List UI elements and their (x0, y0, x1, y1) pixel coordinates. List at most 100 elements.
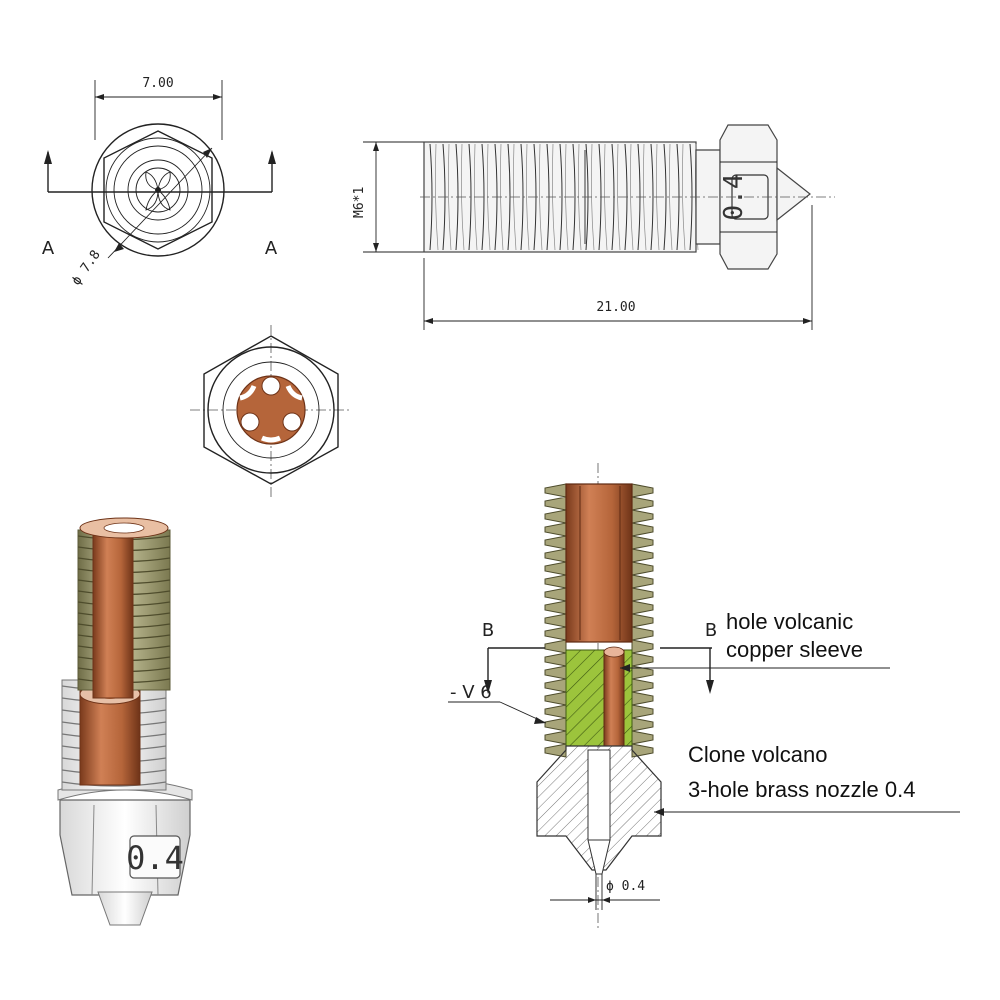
arrow-head (588, 897, 596, 903)
thread-crest (559, 143, 563, 251)
arrow-head (213, 94, 222, 100)
section-view: ϕ 0.4 B B - V 6 hole volcanic copper sle… (448, 463, 960, 930)
section-label-b-right: B (705, 620, 717, 641)
section-label-a-left: A (42, 238, 55, 259)
thread-crest (494, 143, 498, 251)
thread-crest (663, 143, 667, 251)
dim-diameter: ϕ 7.8 (69, 248, 104, 289)
thread-root (629, 143, 634, 251)
thread-root (564, 143, 569, 251)
render-bore (103, 522, 145, 534)
thread-crest (585, 143, 589, 251)
render-copper-sleeve (79, 689, 141, 786)
thread-root (447, 143, 452, 251)
arrow-head (44, 150, 52, 164)
render-3d: 0.4 (57, 517, 193, 926)
render-tip (97, 891, 153, 926)
section-threads-right (631, 483, 654, 758)
thread-crest (442, 143, 446, 251)
thread-profile (631, 483, 654, 758)
thread-crest (429, 143, 433, 251)
side-view: M6*1 0.4 21.00 (352, 124, 835, 330)
three-hole-pattern (145, 171, 171, 211)
thread-root (681, 143, 686, 251)
thread-crest (455, 143, 459, 251)
thread-profile (544, 483, 567, 758)
flange-circle (91, 123, 225, 257)
section-threads-left (544, 483, 567, 758)
thread-crest (520, 143, 524, 251)
thread-crest (61, 781, 167, 787)
melt-chamber (587, 749, 611, 841)
thread-root (590, 143, 595, 251)
upper-copper-core (565, 483, 633, 643)
thread-crest (676, 143, 680, 251)
dim-orifice: ϕ 0.4 (606, 879, 645, 894)
render-upper-copper (92, 527, 134, 699)
end-view: 7.00 A A ϕ 7.8 (42, 76, 278, 288)
hole-1 (261, 376, 281, 396)
hole-3 (282, 412, 302, 432)
thread-root (668, 143, 673, 251)
thread-root (460, 143, 465, 251)
thread-root (603, 143, 608, 251)
dim-length: 21.00 (596, 300, 635, 315)
callout-nozzle-line2: 3-hole brass nozzle 0.4 (688, 777, 915, 802)
thread-root (655, 143, 660, 251)
dim-hex-width: 7.00 (142, 76, 173, 91)
hex-inscribed-circle (207, 346, 335, 474)
arrow-head (803, 318, 812, 324)
callout-sleeve-line1: hole volcanic (726, 609, 853, 634)
render-stamp: 0.4 (126, 839, 184, 877)
thread-root (525, 143, 530, 251)
section-label-b-left: B (482, 620, 494, 641)
bore-inner-circle (135, 167, 181, 213)
hole-2 (240, 412, 260, 432)
web-highlights (239, 384, 303, 443)
arrow-head (203, 148, 212, 158)
diameter-leader (107, 147, 213, 259)
arrow-head (114, 243, 124, 252)
thread-crest (598, 143, 602, 251)
dim-thread: M6*1 (352, 187, 367, 218)
callout-sleeve-line2: copper sleeve (726, 637, 863, 662)
thread-crest (637, 143, 641, 251)
callout-nozzle-line1: Clone volcano (688, 742, 827, 767)
arrow-head (484, 680, 492, 694)
thread-crest (611, 143, 615, 251)
hex-edge (91, 804, 95, 896)
arrow-head (268, 150, 276, 164)
thread-root (538, 143, 543, 251)
thread-crest (533, 143, 537, 251)
sleeve-top (603, 646, 625, 658)
thread-root (616, 143, 621, 251)
thread-crest (481, 143, 485, 251)
arrow-head (373, 243, 379, 252)
thread-root (486, 143, 491, 251)
arrow-head (424, 318, 433, 324)
chamfer-circle (105, 137, 211, 243)
thread-crest (546, 143, 550, 251)
render-stamp-frame (129, 835, 181, 879)
arrow-head (534, 717, 546, 724)
thread-crest (650, 143, 654, 251)
arrow-head (654, 808, 664, 816)
arrow-head (620, 664, 630, 672)
bottom-view (190, 325, 350, 498)
copper-sleeve-section (603, 649, 625, 747)
bore-circle (127, 159, 189, 221)
hex-outline (103, 130, 213, 250)
section-label-v: - V 6 (450, 682, 492, 703)
arrow-head (373, 142, 379, 151)
thread-root (551, 143, 556, 251)
thread-root (512, 143, 517, 251)
arrow-head (95, 94, 104, 100)
thread-root (434, 143, 439, 251)
thread-root (499, 143, 504, 251)
thread-crest (689, 143, 693, 251)
arrow-head (602, 897, 610, 903)
chamfer-circle (222, 361, 320, 459)
thread-crest (507, 143, 511, 251)
thread-circle (113, 145, 203, 235)
